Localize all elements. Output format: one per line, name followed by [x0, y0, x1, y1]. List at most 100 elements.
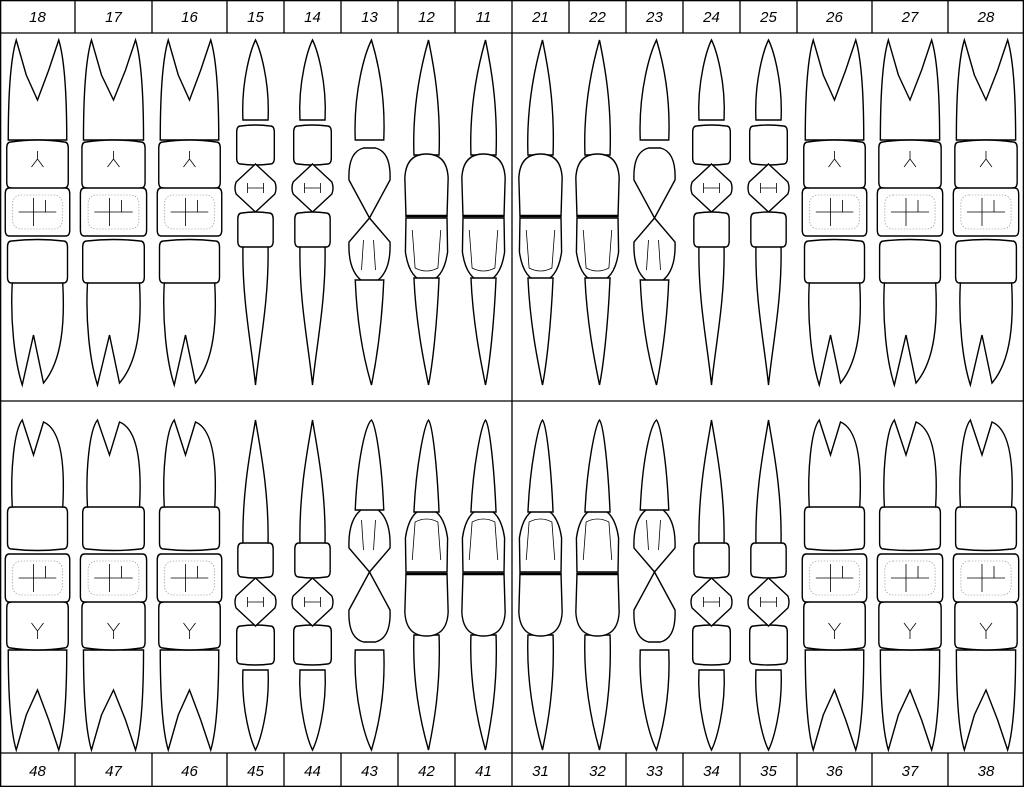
tooth-38: [952, 418, 1020, 753]
molar-fissure: [828, 622, 841, 639]
lower-tooth-number: 41: [475, 763, 492, 780]
molar-fissure: [979, 151, 993, 168]
molar-crown-buccal: [158, 139, 221, 191]
canine-crown-lingual: [633, 216, 676, 283]
tooth-15: [234, 38, 277, 386]
premolar-root-lingual: [755, 246, 782, 386]
molar-occlusal-outline: [960, 560, 1012, 596]
molar-fissure: [31, 151, 44, 168]
incisor-crown-labial: [404, 573, 449, 637]
tooth-42: [404, 418, 449, 751]
upper-tooth-number: 28: [977, 9, 995, 26]
molar-occlusal-outline: [884, 194, 936, 230]
tooth-24: [690, 38, 733, 386]
premolar-fissure: [760, 183, 777, 193]
canine-root: [639, 38, 670, 141]
molar-root-lingual: [163, 282, 217, 388]
canine-crown-labial: [348, 147, 391, 220]
canine-crown-lingual: [633, 507, 676, 574]
incisor-root-lingual: [584, 418, 611, 513]
molar-crown-buccal: [81, 599, 146, 651]
incisor-crown-labial: [575, 573, 620, 637]
incisor-root: [584, 39, 612, 156]
molar-root-lingual: [163, 418, 217, 508]
premolar-root-lingual: [242, 419, 269, 544]
tooth-26: [801, 37, 868, 388]
molar-occlusal-fissure: [18, 198, 57, 226]
premolar-crown-lingual: [750, 541, 787, 579]
molar-occlusal-fissure: [967, 198, 1005, 226]
tooth-48: [4, 418, 71, 753]
upper-tooth-number: 27: [901, 9, 919, 26]
molar-root: [7, 649, 68, 753]
premolar-fissure: [760, 597, 777, 607]
lower-tooth-number: 43: [361, 763, 378, 780]
premolar-root-lingual: [299, 419, 326, 544]
canine-root-lingual: [354, 279, 385, 386]
molar-fissure: [903, 622, 917, 639]
incisor-root-lingual: [584, 277, 611, 386]
canine-root-lingual: [354, 419, 385, 511]
premolar-root-lingual: [242, 246, 269, 386]
molar-occlusal-outline: [12, 194, 63, 230]
incisor-root: [527, 634, 555, 751]
tooth-35: [747, 419, 790, 752]
molar-fissure: [31, 622, 44, 639]
molar-crown-lingual: [158, 504, 221, 552]
lower-tooth-number: 44: [304, 763, 321, 780]
premolar-root: [299, 669, 326, 752]
molar-crown-lingual: [878, 238, 942, 286]
incisor-cingulum: [525, 518, 556, 561]
incisor-crown-labial: [518, 153, 563, 217]
incisor-crown-lingual: [518, 217, 563, 283]
incisor-root-lingual: [527, 418, 554, 513]
incisor-cingulum: [468, 229, 499, 272]
molar-crown-lingual: [82, 238, 145, 286]
lower-tooth-number: 33: [646, 763, 663, 780]
incisor-cingulum: [525, 229, 556, 272]
premolar-root: [755, 38, 782, 121]
lower-tooth-number: 38: [978, 763, 995, 780]
upper-tooth-number: 24: [702, 9, 720, 26]
molar-crown-buccal: [954, 599, 1018, 651]
tooth-12: [404, 39, 449, 386]
tooth-36: [801, 418, 868, 753]
tooth-22: [575, 39, 620, 386]
tooth-31: [518, 418, 563, 751]
molar-fissure: [903, 151, 917, 168]
tooth-43: [348, 419, 391, 752]
incisor-crown-lingual: [404, 507, 449, 573]
molar-fissure: [183, 151, 196, 168]
premolar-crown-buccal: [748, 624, 789, 666]
canine-root: [354, 649, 385, 752]
premolar-crown-lingual: [237, 541, 274, 579]
tooth-41: [461, 418, 506, 751]
premolar-root-lingual: [698, 419, 725, 544]
molar-occlusal-fissure: [170, 564, 209, 592]
premolar-crown-buccal: [292, 624, 333, 666]
molar-crown-lingual: [6, 238, 69, 286]
upper-tooth-number: 26: [825, 9, 843, 26]
canine-crown-lingual: [348, 507, 391, 574]
molar-crown-lingual: [803, 504, 866, 552]
molar-root-lingual: [959, 282, 1013, 388]
lower-tooth-number: 47: [105, 763, 122, 780]
incisor-root-lingual: [527, 277, 554, 386]
molar-occlusal-outline: [809, 194, 860, 230]
premolar-root-lingual: [299, 246, 326, 386]
upper-tooth-number: 23: [645, 9, 663, 26]
premolar-fissure: [304, 597, 321, 607]
molar-crown-lingual: [6, 504, 69, 552]
incisor-crown-labial: [461, 153, 506, 217]
incisor-cingulum: [582, 518, 613, 561]
molar-crown-buccal: [878, 599, 942, 651]
molar-occlusal-fissure: [891, 198, 929, 226]
incisor-cingulum: [582, 229, 613, 272]
incisor-crown-lingual: [518, 507, 563, 573]
incisor-root-lingual: [470, 277, 497, 386]
molar-root: [159, 649, 220, 753]
molar-crown-buccal: [954, 139, 1018, 191]
molar-root-lingual: [808, 282, 862, 388]
molar-root: [879, 37, 941, 141]
